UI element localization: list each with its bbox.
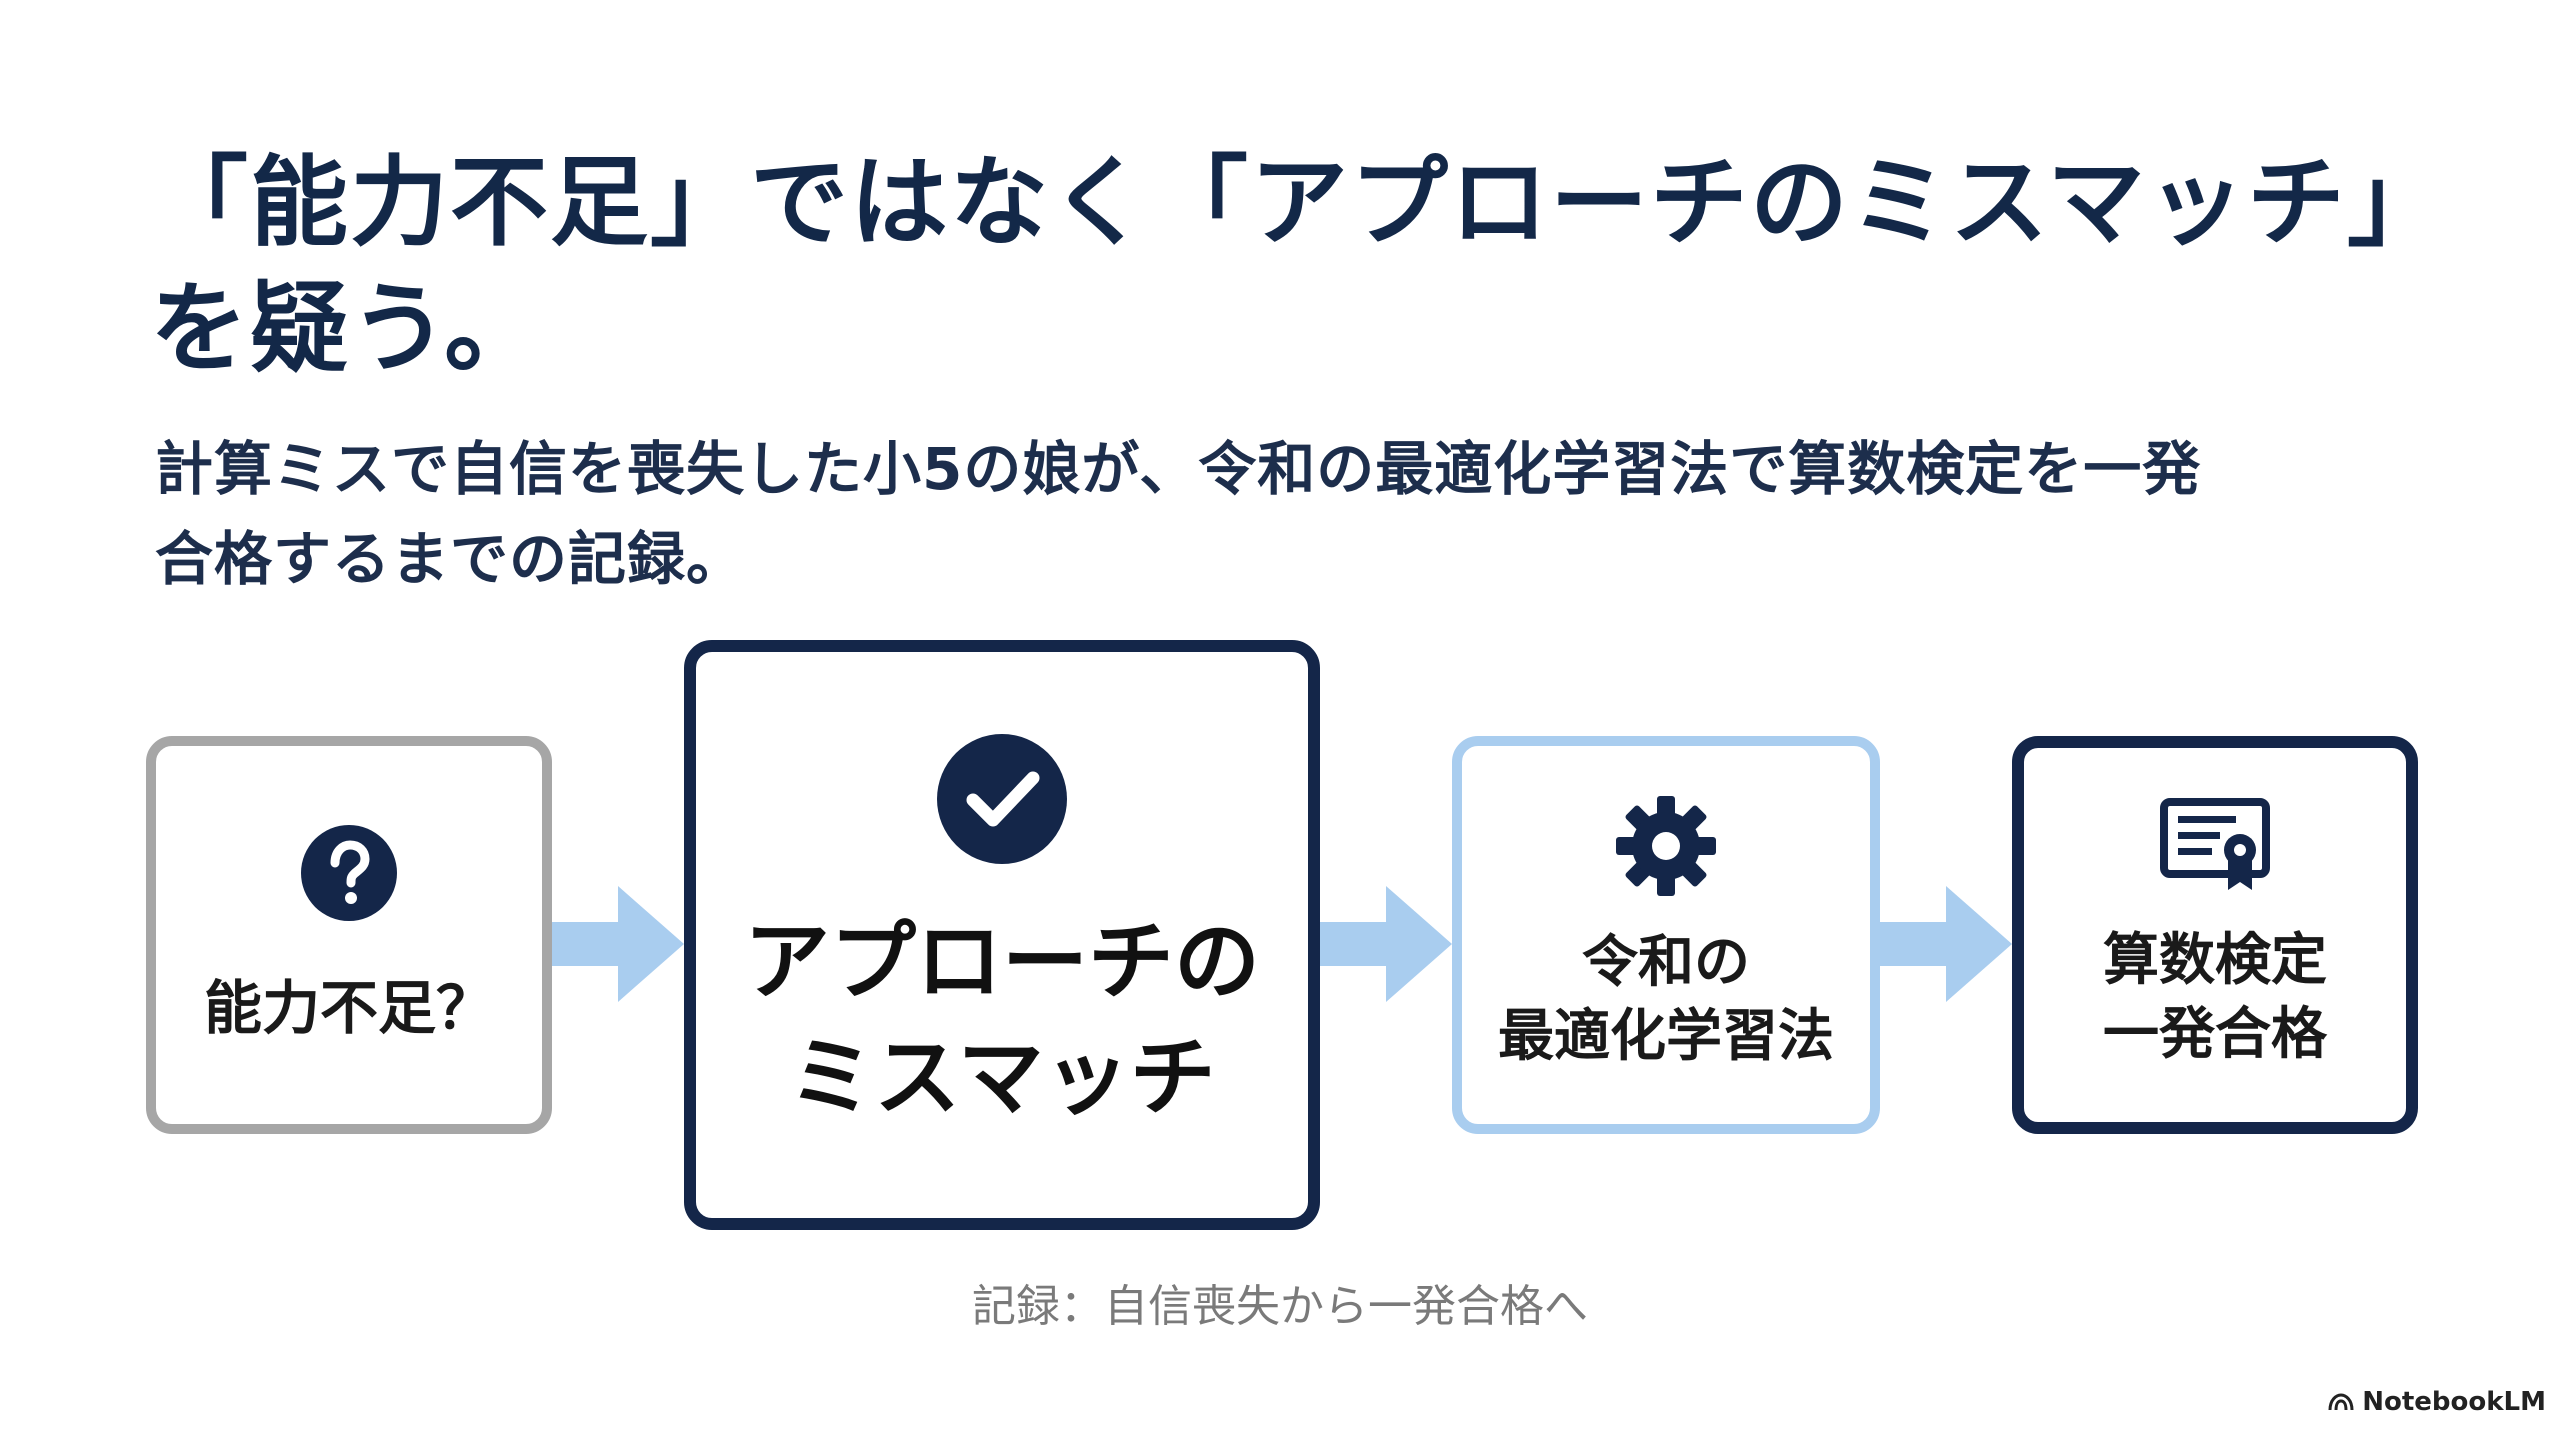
step-label-pass-line-2: 一発合格 xyxy=(2103,1002,2327,1067)
diagram-caption: 記録：自信喪失から一発合格へ xyxy=(972,1281,1588,1332)
arrow-right-icon xyxy=(1880,886,2012,1002)
question-circle-icon xyxy=(301,825,397,921)
notebooklm-logo-icon xyxy=(2328,1393,2354,1411)
step-label-method: 令和の 最適化学習法 xyxy=(1498,926,1834,1074)
subtitle-line-2: 合格するまでの記録。 xyxy=(155,525,746,593)
title-line-2: を疑う。 xyxy=(150,272,545,386)
step-label-mismatch-line-1: アプローチの xyxy=(744,912,1260,1012)
step-label-method-line-1: 令和の xyxy=(1582,930,1750,995)
arrow-right-icon xyxy=(552,886,684,1002)
step-box-ability: 能力不足？ xyxy=(146,736,552,1134)
step-box-mismatch: アプローチの ミスマッチ xyxy=(684,640,1320,1230)
step-box-method: 令和の 最適化学習法 xyxy=(1452,736,1880,1134)
step-label-mismatch-line-2: ミスマッチ xyxy=(788,1028,1216,1128)
title-line-1: 「能力不足」ではなく「アプローチのミスマッチ」 xyxy=(150,146,2448,260)
page-title: 「能力不足」ではなく「アプローチのミスマッチ」 を疑う。 xyxy=(150,140,2450,392)
subtitle-line-1: 計算ミスで自信を喪失した小5の娘が、令和の最適化学習法で算数検定を一発 xyxy=(155,435,2202,503)
check-circle-icon xyxy=(937,734,1067,864)
brand-name: NotebookLM xyxy=(2362,1387,2546,1417)
step-label-pass-line-1: 算数検定 xyxy=(2103,928,2327,993)
step-label-method-line-2: 最適化学習法 xyxy=(1498,1004,1834,1069)
step-label-pass: 算数検定 一発合格 xyxy=(2103,924,2327,1072)
gear-icon xyxy=(1616,796,1716,896)
step-label-ability: 能力不足？ xyxy=(203,974,494,1042)
step-label-mismatch: アプローチの ミスマッチ xyxy=(744,904,1260,1136)
page-subtitle: 計算ミスで自信を喪失した小5の娘が、令和の最適化学習法で算数検定を一発 合格する… xyxy=(155,424,2455,604)
brand-watermark: NotebookLM xyxy=(2328,1387,2546,1417)
step-box-pass: 算数検定 一発合格 xyxy=(2012,736,2418,1134)
certificate-icon xyxy=(2160,798,2270,890)
arrow-right-icon xyxy=(1320,886,1452,1002)
